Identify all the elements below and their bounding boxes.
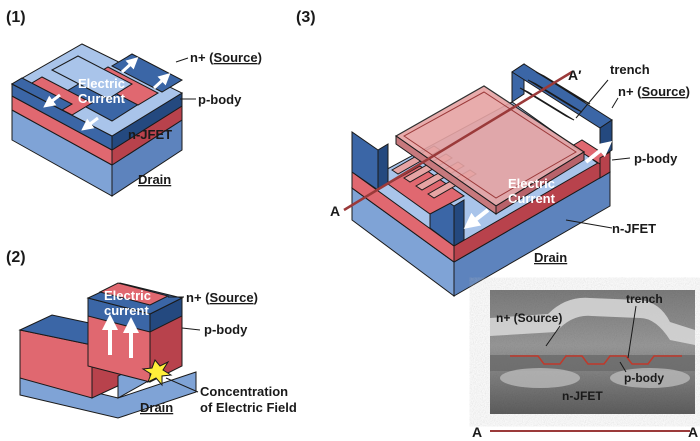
panel-1-pbody-label: p-body — [198, 92, 242, 107]
panel-3: (3) — [296, 9, 690, 297]
panel-2-field-label-line2: of Electric Field — [200, 400, 297, 415]
panel-1-current-label-line2: Current — [78, 91, 126, 106]
panel-3-jfet-label: n-JFET — [612, 221, 656, 236]
sem-trench-label: trench — [626, 292, 663, 306]
panel-2-pbody-label: p-body — [204, 322, 248, 337]
panel-3-drain-label: Drain — [534, 250, 567, 265]
panel-2-current-label-line1: Electric — [104, 288, 151, 303]
panel-2-current-label-line2: current — [104, 303, 149, 318]
sem-pbody-label: p-body — [624, 371, 664, 385]
cut-label-a-prime: A′ — [568, 67, 582, 83]
panel-2-device-block — [18, 282, 197, 419]
panel-1-nplus-label: n+ (Source) — [190, 50, 262, 65]
panel-1-current-label-line1: Electric — [78, 76, 125, 91]
panel-2-field-label-line1: Concentration — [200, 384, 288, 399]
sem-axis-right-label: A — [688, 424, 698, 440]
panel-3-tag: (3) — [296, 9, 316, 26]
panel-1-tag: (1) — [6, 9, 26, 26]
panel-1-jfet-label: n-JFET — [128, 127, 172, 142]
sem-nplus-label: n+ (Source) — [496, 311, 562, 325]
panel-1: (1) Electric — [6, 9, 262, 197]
sem-jfet-label: n-JFET — [562, 389, 603, 403]
sem-trench-outline — [510, 355, 682, 365]
panel-3-current-label-line1: Electric — [508, 176, 555, 191]
panel-3-trench-label: trench — [610, 62, 650, 77]
panel-2-tag: (2) — [6, 249, 26, 266]
panel-2-nplus-label: n+ (Source) — [186, 290, 258, 305]
panel-1-device-block — [10, 43, 184, 197]
cut-line-a-a-prime — [343, 70, 573, 212]
sem-cross-section: n+ (Source) trench p-body n-JFET A A — [472, 290, 698, 440]
panel-3-current-label-line2: Current — [508, 191, 556, 206]
sem-axis-left-label: A — [472, 424, 482, 440]
panel-3-device-block — [343, 63, 613, 297]
panel-1-drain-label: Drain — [138, 172, 171, 187]
panel-3-pbody-label: p-body — [634, 151, 678, 166]
panel-3-nplus-label: n+ (Source) — [618, 84, 690, 99]
electric-field-spark-icon — [141, 359, 173, 387]
panel-2: (2) Electric current n+ — [6, 249, 297, 419]
panel-2-drain-label: Drain — [140, 400, 173, 415]
cut-label-a: A — [330, 203, 340, 219]
